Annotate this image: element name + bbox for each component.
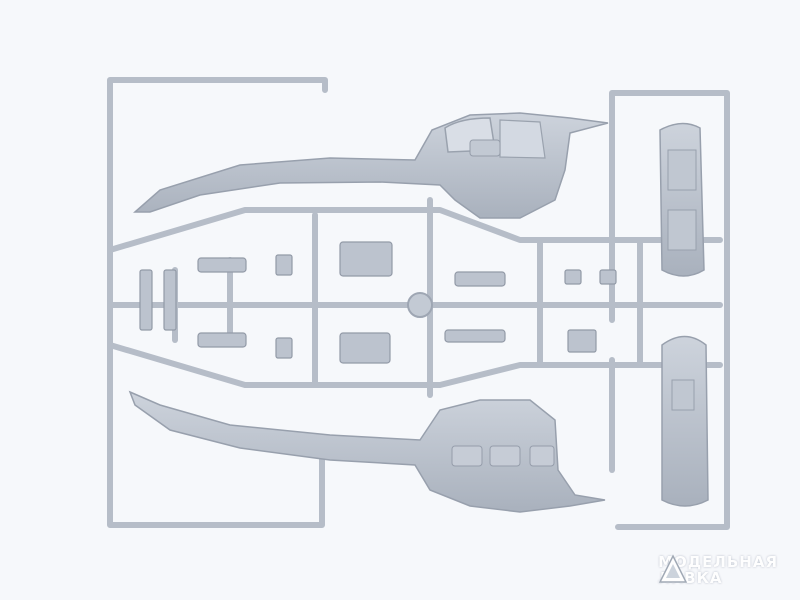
upper-fuselage-half	[133, 112, 609, 219]
lower-fuselage-half	[128, 390, 606, 513]
cabin-floor-part	[659, 122, 705, 277]
small-parts	[139, 241, 617, 364]
store-logo-icon	[658, 554, 688, 583]
watermark: МОДЕЛЬНАЯ ЛАВКА	[658, 554, 778, 586]
sprue-gate	[407, 292, 433, 318]
watermark-line1: МОДЕЛЬНАЯ	[658, 553, 778, 571]
cabin-roof-part	[661, 335, 709, 507]
